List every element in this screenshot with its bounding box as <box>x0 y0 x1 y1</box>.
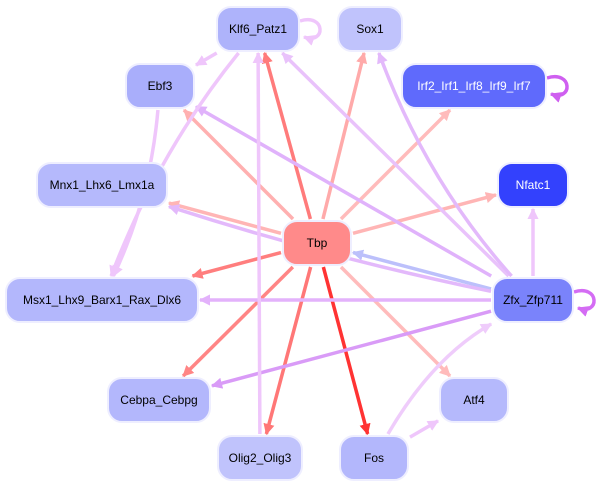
node-box <box>439 377 509 423</box>
node-atf4[interactable]: Atf4 <box>439 377 509 423</box>
node-tbp[interactable]: Tbp <box>282 220 352 266</box>
node-box <box>339 435 409 481</box>
node-box <box>36 162 168 208</box>
node-box <box>217 435 303 481</box>
edge-zfx-zfp711-to-zfx-zfp711 <box>573 288 596 317</box>
node-irf2-irf1-irf8-irf9-irf7[interactable]: Irf2_Irf1_Irf8_Irf9_Irf7 <box>401 63 547 109</box>
node-label: Mnx1_Lhx6_Lmx1a <box>50 178 155 192</box>
node-label: Tbp <box>307 236 328 250</box>
node-label: Klf6_Patz1 <box>229 22 287 36</box>
node-box <box>492 277 574 323</box>
edges-layer <box>109 17 596 439</box>
node-box <box>125 63 195 109</box>
node-olig2-olig3[interactable]: Olig2_Olig3 <box>217 435 303 481</box>
node-label: Olig2_Olig3 <box>229 451 292 465</box>
edge-tbp-to-sox1 <box>321 51 368 220</box>
edge-klf6-patz1-to-ebf3 <box>195 51 218 67</box>
node-zfx-zfp711[interactable]: Zfx_Zfp711 <box>492 277 574 323</box>
edge-tbp-to-atf4 <box>339 265 452 378</box>
node-fos[interactable]: Fos <box>339 435 409 481</box>
edge-tbp-to-cebpa-cebpg <box>181 265 295 378</box>
edge-klf6-patz1-to-msx1-lhx9-barx1-rax-dlx6 <box>109 51 240 278</box>
node-label: Irf2_Irf1_Irf8_Irf9_Irf7 <box>417 79 531 93</box>
node-label: Atf4 <box>463 393 485 407</box>
edge-klf6-patz1-to-klf6-patz1 <box>299 17 322 46</box>
node-box <box>337 6 403 52</box>
edge-tbp-to-klf6-patz1 <box>261 51 313 220</box>
node-msx1-lhx9-barx1-rax-dlx6[interactable]: Msx1_Lhx9_Barx1_Rax_Dlx6 <box>5 277 199 323</box>
edge-fos-to-atf4 <box>409 419 439 439</box>
node-box <box>107 377 211 423</box>
edge-zfx-zfp711-to-tbp <box>351 249 492 291</box>
node-box <box>401 63 547 109</box>
node-label: Msx1_Lhx9_Barx1_Rax_Dlx6 <box>23 293 181 307</box>
node-box <box>497 162 569 208</box>
node-box <box>5 277 199 323</box>
edge-tbp-to-olig2-olig3 <box>263 266 313 436</box>
edge-zfx-zfp711-to-ebf3 <box>195 105 493 278</box>
node-label: Cebpa_Cebpg <box>120 393 197 407</box>
node-box <box>216 6 300 52</box>
edge-zfx-zfp711-to-sox1 <box>377 51 513 278</box>
edge-tbp-to-msx1-lhx9-barx1-rax-dlx6 <box>191 250 282 279</box>
node-label: Sox1 <box>356 22 384 36</box>
node-label: Ebf3 <box>148 79 173 93</box>
node-nfatc1[interactable]: Nfatc1 <box>497 162 569 208</box>
node-label: Nfatc1 <box>516 178 551 192</box>
edge-fos-to-zfx-zfp711 <box>386 322 493 435</box>
node-label: Fos <box>364 451 384 465</box>
node-sox1[interactable]: Sox1 <box>337 6 403 52</box>
node-klf6-patz1[interactable]: Klf6_Patz1 <box>216 6 300 52</box>
node-ebf3[interactable]: Ebf3 <box>125 63 195 109</box>
edge-tbp-to-mnx1-lhx6-lmx1a <box>167 200 282 235</box>
edge-zfx-zfp711-to-klf6-patz1 <box>281 51 510 278</box>
edge-irf2-irf1-irf8-irf9-irf7-to-irf2-irf1-irf8-irf9-irf7 <box>546 74 569 103</box>
node-box <box>282 220 352 266</box>
node-mnx1-lhx6-lmx1a[interactable]: Mnx1_Lhx6_Lmx1a <box>36 162 168 208</box>
edge-olig2-olig3-to-klf6-patz1 <box>252 51 264 435</box>
edge-tbp-to-nfatc1 <box>352 192 498 236</box>
edge-tbp-to-ebf3 <box>182 108 295 221</box>
node-cebpa-cebpg[interactable]: Cebpa_Cebpg <box>107 377 211 423</box>
node-label: Zfx_Zfp711 <box>503 293 563 307</box>
